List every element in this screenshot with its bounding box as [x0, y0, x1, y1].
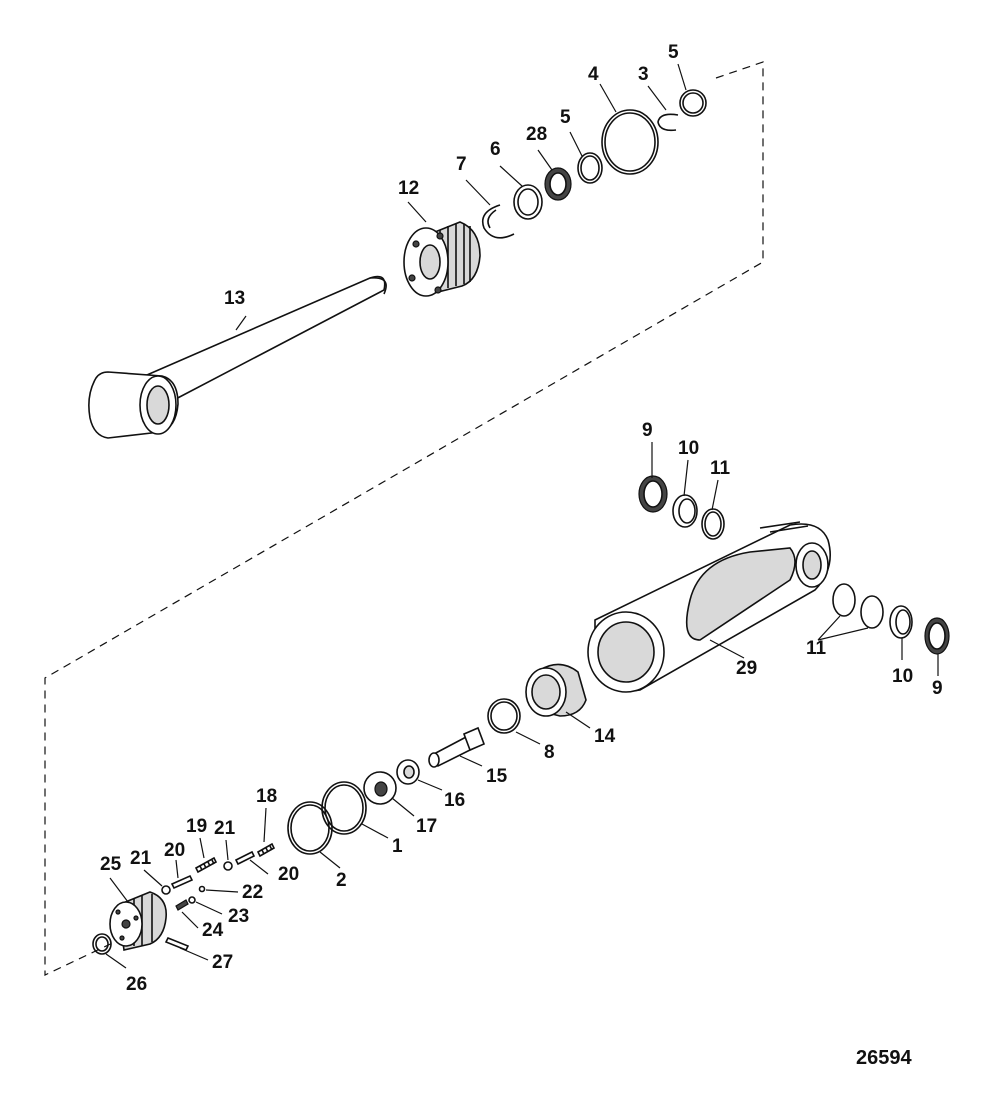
callout-2: 2	[336, 870, 347, 891]
callout-16: 16	[444, 790, 465, 811]
part-27-pin	[164, 936, 190, 952]
part-7-retaining-ring	[481, 204, 515, 239]
callout-25: 25	[100, 854, 122, 875]
callout-5-b: 5	[668, 42, 679, 63]
callout-29: 29	[736, 658, 757, 679]
part-2-ring-inner	[290, 804, 330, 852]
callout-17: 17	[416, 816, 437, 837]
part-3-clip	[657, 113, 679, 132]
part-18-spring	[256, 842, 276, 858]
part-10-bushing-right-inner	[895, 609, 911, 635]
callout-8: 8	[544, 742, 555, 763]
callout-23: 23	[228, 906, 249, 927]
part-4-o-ring	[601, 109, 659, 175]
reference-number: 26594	[856, 1047, 912, 1069]
callout-26: 26	[126, 974, 147, 995]
part-8-o-ring-inner	[490, 701, 518, 731]
callout-20-b: 20	[278, 864, 299, 885]
part-9-seal-top-inner	[643, 480, 663, 508]
part-6-ring	[513, 184, 543, 220]
part-11-ring-right-b	[860, 595, 884, 629]
callout-11-a: 11	[710, 458, 731, 479]
part-21-ball-left	[161, 885, 171, 895]
part-26-ring-inner	[95, 936, 109, 952]
part-14-cylinder-cap	[525, 663, 587, 717]
assembly-dashed-line	[44, 61, 764, 976]
part-28-seal-inner	[549, 172, 567, 196]
callout-labels: 13 12 7 6 28 5 4 3 5 9 10 11 11 10 9 29 …	[100, 42, 943, 995]
part-10-bushing-top-inner	[678, 498, 696, 524]
callout-19: 19	[186, 816, 207, 837]
callout-21-a: 21	[214, 818, 236, 839]
part-5-ring-upper-inner	[580, 155, 600, 181]
callout-6: 6	[490, 139, 501, 160]
part-5-ring-top	[679, 89, 707, 117]
part-23-pin	[188, 896, 196, 904]
callout-11-b: 11	[806, 638, 827, 659]
part-10-bushing-top	[672, 494, 698, 528]
part-13-piston-rod	[88, 275, 387, 439]
part-2-ring	[287, 801, 333, 855]
leader-lines	[105, 63, 939, 969]
callout-4: 4	[588, 64, 599, 85]
callout-1: 1	[392, 836, 403, 857]
callout-10-a: 10	[678, 438, 699, 459]
part-21-ball-upper	[223, 861, 233, 871]
callout-9-b: 9	[932, 678, 943, 699]
callout-15: 15	[486, 766, 508, 787]
part-9-seal-right-inner	[928, 622, 946, 650]
callout-9-a: 9	[642, 420, 653, 441]
callout-5-a: 5	[560, 107, 571, 128]
part-11-ring-top-inner	[704, 511, 722, 537]
part-11-ring-right-a	[832, 583, 856, 617]
part-17-valve-inner	[374, 781, 388, 797]
part-1-ring-inner	[324, 784, 364, 832]
callout-20-a: 20	[164, 840, 185, 861]
callout-10-b: 10	[892, 666, 913, 687]
callout-14: 14	[594, 726, 616, 747]
part-11-ring-top	[701, 508, 725, 540]
callout-7: 7	[456, 154, 467, 175]
part-19-spring	[194, 856, 218, 874]
part-20-pin-upper	[234, 850, 256, 866]
callout-21-b: 21	[130, 848, 152, 869]
callout-3: 3	[638, 64, 649, 85]
part-26-ring	[92, 933, 112, 955]
callout-22: 22	[242, 882, 263, 903]
part-25-valve-body	[109, 891, 167, 951]
part-8-o-ring	[487, 698, 521, 734]
part-10-bushing-right	[889, 605, 913, 639]
part-1-ring	[321, 781, 367, 835]
callout-24: 24	[202, 920, 224, 941]
part-16-washer-inner	[403, 765, 415, 779]
part-24-spring	[175, 899, 189, 911]
callout-13: 13	[224, 288, 245, 309]
part-29-cylinder-housing	[587, 521, 831, 693]
callout-27: 27	[212, 952, 233, 973]
part-15-bolt	[428, 726, 486, 768]
part-4-o-ring-inner	[604, 112, 656, 172]
part-6-ring-inner	[517, 188, 539, 216]
part-12-piston	[403, 221, 481, 297]
part-20-pin-left	[170, 874, 194, 890]
part-5-ring-top-inner	[682, 92, 704, 114]
callout-12: 12	[398, 178, 419, 199]
callout-28: 28	[526, 124, 547, 145]
callout-18: 18	[256, 786, 277, 807]
part-22-ball	[198, 885, 206, 893]
part-5-ring-upper	[577, 152, 603, 184]
